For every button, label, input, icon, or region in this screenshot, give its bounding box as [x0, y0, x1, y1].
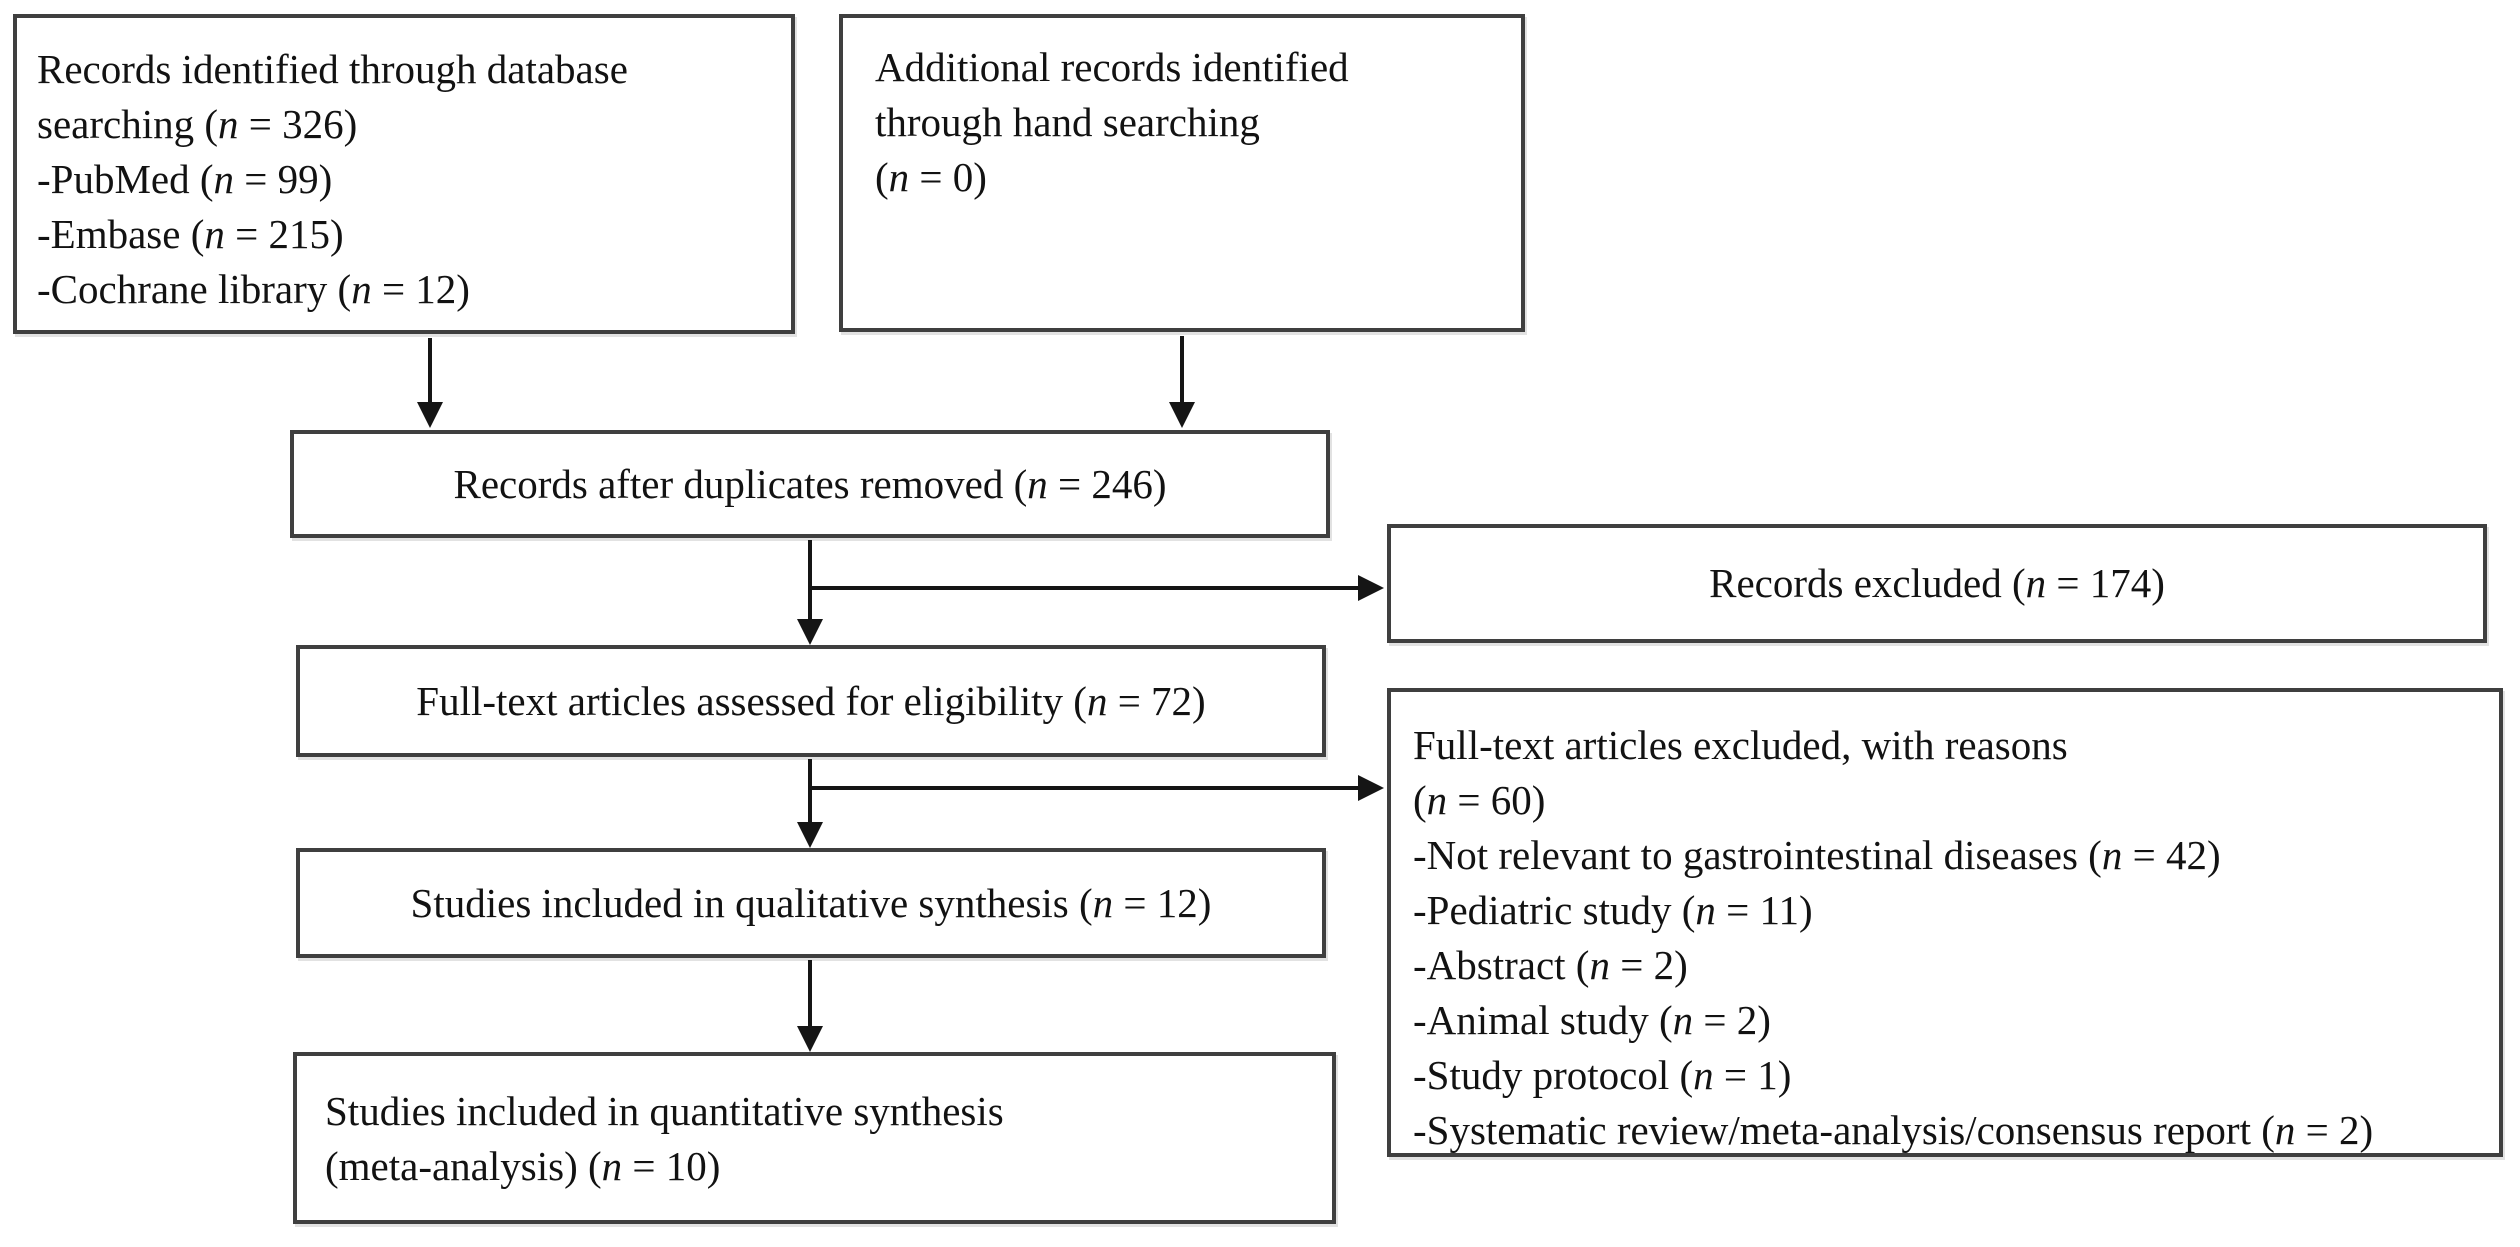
- text-line: -Not relevant to gastrointestinal diseas…: [1413, 832, 2221, 878]
- arrow-line-to-records-excluded: [810, 586, 1360, 590]
- text-line: -Cochrane library (n = 12): [37, 266, 470, 312]
- arrow-line-to-fulltext-excluded: [810, 786, 1360, 790]
- arrow-line-duplicates-to-fulltext: [808, 540, 812, 621]
- arrow-line-qualitative-to-quantitative: [808, 960, 812, 1026]
- text-line: Studies included in quantitative synthes…: [325, 1088, 1004, 1134]
- arrowhead-qualitative-to-quantitative: [797, 1026, 823, 1052]
- box-fulltext-excluded-reasons: Full-text articles excluded, with reason…: [1387, 688, 2503, 1157]
- arrow-line-hand-to-duplicates: [1180, 336, 1184, 402]
- text-line: (meta-analysis) (n = 10): [325, 1143, 721, 1189]
- text-line: Records excluded (n = 174): [1709, 560, 2165, 606]
- arrowhead-hand-to-duplicates: [1169, 402, 1195, 428]
- text-line: -Study protocol (n = 1): [1413, 1052, 1792, 1098]
- arrowhead-db-to-duplicates: [417, 402, 443, 428]
- box-records-excluded: Records excluded (n = 174): [1387, 524, 2487, 643]
- box-fulltext-assessed: Full-text articles assessed for eligibil…: [296, 645, 1326, 757]
- text-line: -Pediatric study (n = 11): [1413, 887, 1813, 933]
- arrow-line-fulltext-to-qualitative: [808, 759, 812, 822]
- text-line: -PubMed (n = 99): [37, 156, 333, 202]
- text-line: Records after duplicates removed (n = 24…: [453, 460, 1167, 507]
- text-line: -Embase (n = 215): [37, 211, 344, 257]
- text-line: -Systematic review/meta-analysis/consens…: [1413, 1107, 2374, 1153]
- arrowhead-duplicates-to-fulltext: [797, 619, 823, 645]
- text-line: Records identified through database: [37, 46, 628, 92]
- box-additional-records-hand-search: Additional records identified through han…: [839, 14, 1525, 332]
- text-line: (n = 0): [875, 154, 987, 200]
- text-line: -Animal study (n = 2): [1413, 997, 1771, 1043]
- text-line: Full-text articles excluded, with reason…: [1413, 722, 2068, 768]
- arrowhead-fulltext-to-qualitative: [797, 822, 823, 848]
- box-qualitative-synthesis: Studies included in qualitative synthesi…: [296, 848, 1326, 958]
- text-line: -Abstract (n = 2): [1413, 942, 1688, 988]
- arrowhead-to-records-excluded: [1358, 575, 1384, 601]
- text-line: (n = 60): [1413, 777, 1546, 823]
- box-records-after-duplicates: Records after duplicates removed (n = 24…: [290, 430, 1330, 538]
- text-line: Full-text articles assessed for eligibil…: [416, 677, 1206, 724]
- text-line: searching (n = 326): [37, 101, 358, 147]
- box-quantitative-synthesis: Studies included in quantitative synthes…: [293, 1052, 1336, 1224]
- box-records-identified-database: Records identified through database searc…: [13, 14, 795, 334]
- text-line: Additional records identified: [875, 44, 1349, 90]
- arrowhead-to-fulltext-excluded: [1358, 775, 1384, 801]
- text-line: Studies included in qualitative synthesi…: [410, 879, 1212, 926]
- text-line: through hand searching: [875, 99, 1260, 145]
- arrow-line-db-to-duplicates: [428, 338, 432, 402]
